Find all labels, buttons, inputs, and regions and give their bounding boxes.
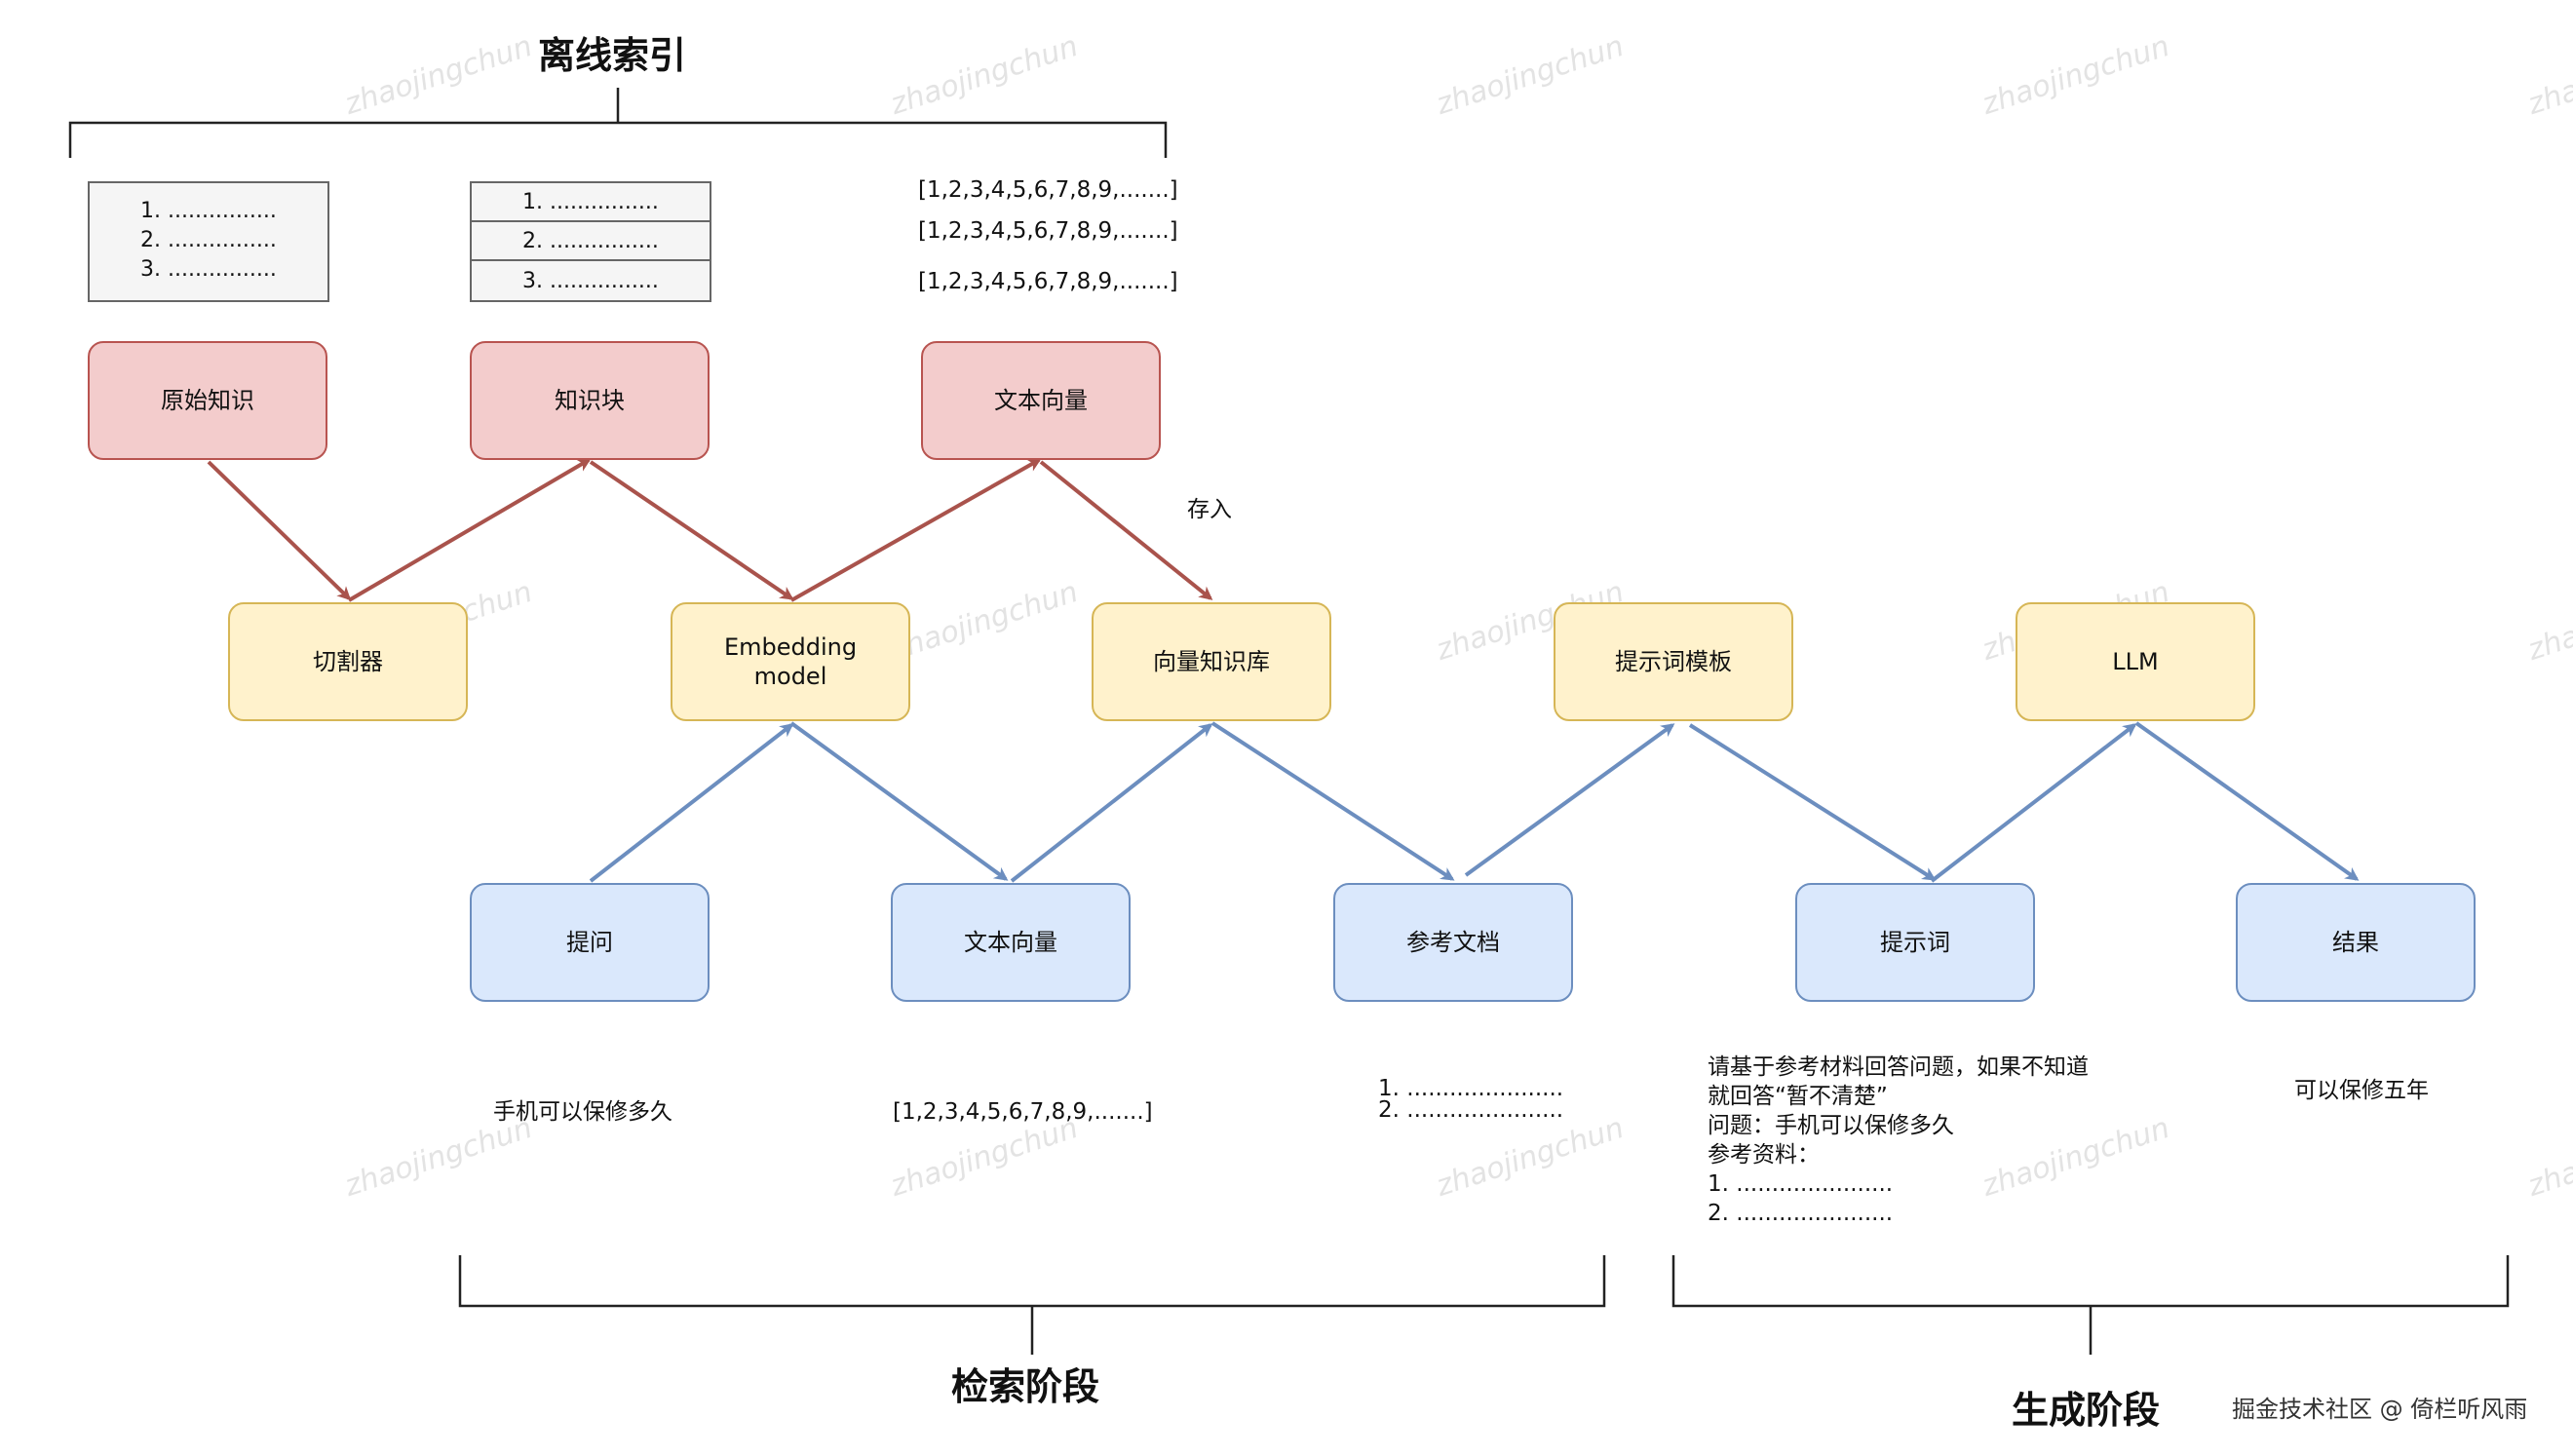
store-label: 存入 [1187,497,1232,522]
reference-docs-node: 参考文档 [1333,883,1573,1002]
llm-node: LLM [2016,602,2255,721]
query-vector-node: 文本向量 [891,883,1131,1002]
offline-index-heading: 离线索引 [538,34,687,77]
text-vector-node: 文本向量 [921,341,1161,460]
generation-bracket [1671,1255,2510,1355]
question-example: 手机可以保修多久 [493,1099,672,1125]
vector-line: [1,2,3,4,5,6,7,8,9,.......] [918,177,1178,203]
result-example: 可以保修五年 [2294,1078,2429,1103]
arrow-llm-to-result [2134,721,2360,881]
raw-knowledge-list: 1. ................ 2. ................ … [88,181,329,302]
table-row: 3. ................ [472,261,710,300]
vector-line: [1,2,3,4,5,6,7,8,9,.......] [918,218,1178,244]
arrow-question-to-embedding [589,723,794,883]
prompt-example: 请基于参考材料回答问题，如果不知道 就回答“暂不清楚” 问题：手机可以保修多久 … [1708,1053,2089,1228]
result-node: 结果 [2236,883,2476,1002]
query-vector-example: [1,2,3,4,5,6,7,8,9,.......] [893,1099,1153,1125]
prompt-line: 1. ...................... [1708,1171,1894,1197]
prompt-node: 提示词 [1795,883,2035,1002]
prompt-line: 请基于参考材料回答问题，如果不知道 [1708,1054,2089,1080]
arrow-raw-to-splitter [207,460,352,601]
list-item: 1. ................ [140,199,277,223]
prompt-line: 问题：手机可以保修多久 [1708,1113,1954,1138]
arrow-db-to-refdocs [1210,721,1455,881]
arrow-embedding-to-vector [790,458,1042,602]
retrieval-bracket [458,1255,1606,1355]
prompt-line: 参考资料： [1708,1142,1820,1168]
credit-text: 掘金技术社区 @ 倚栏听风雨 [2232,1396,2528,1423]
list-item: 2. ................ [140,228,277,252]
reference-line: 2. ...................... [1378,1097,1564,1123]
reference-example: 1. ...................... 2. ...........… [1378,1076,1564,1123]
arrow-vector-to-db [1039,460,1213,600]
embedding-model-node: Embedding model [671,602,910,721]
arrow-chunks-to-embedding [589,460,794,600]
question-node: 提问 [470,883,710,1002]
generation-stage-heading: 生成阶段 [2012,1389,2161,1432]
table-row: 1. ................ [472,183,710,222]
arrow-refdocs-to-template [1464,723,1675,877]
prompt-template-node: 提示词模板 [1554,602,1793,721]
prompt-line: 2. ...................... [1708,1201,1894,1226]
vector-line: [1,2,3,4,5,6,7,8,9,.......] [918,269,1178,294]
arrow-template-to-prompt [1688,723,1937,881]
splitter-node: 切割器 [228,602,468,721]
raw-knowledge-node: 原始知识 [88,341,327,460]
arrow-splitter-to-chunks [347,458,592,602]
offline-bracket [68,88,1168,158]
table-row: 2. ................ [472,222,710,261]
reference-line: 1. ...................... [1378,1076,1564,1101]
arrow-embedding-to-qvector [789,721,1009,881]
arrow-qvector-to-db [1010,723,1213,883]
vector-db-node: 向量知识库 [1092,602,1331,721]
list-item: 3. ................ [140,257,277,282]
arrow-prompt-to-llm [1930,723,2137,883]
chunks-node: 知识块 [470,341,710,460]
chunks-table: 1. ................ 2. ................ … [470,181,711,302]
prompt-line: 就回答“暂不清楚” [1708,1084,1888,1109]
retrieval-stage-heading: 检索阶段 [951,1365,1100,1408]
